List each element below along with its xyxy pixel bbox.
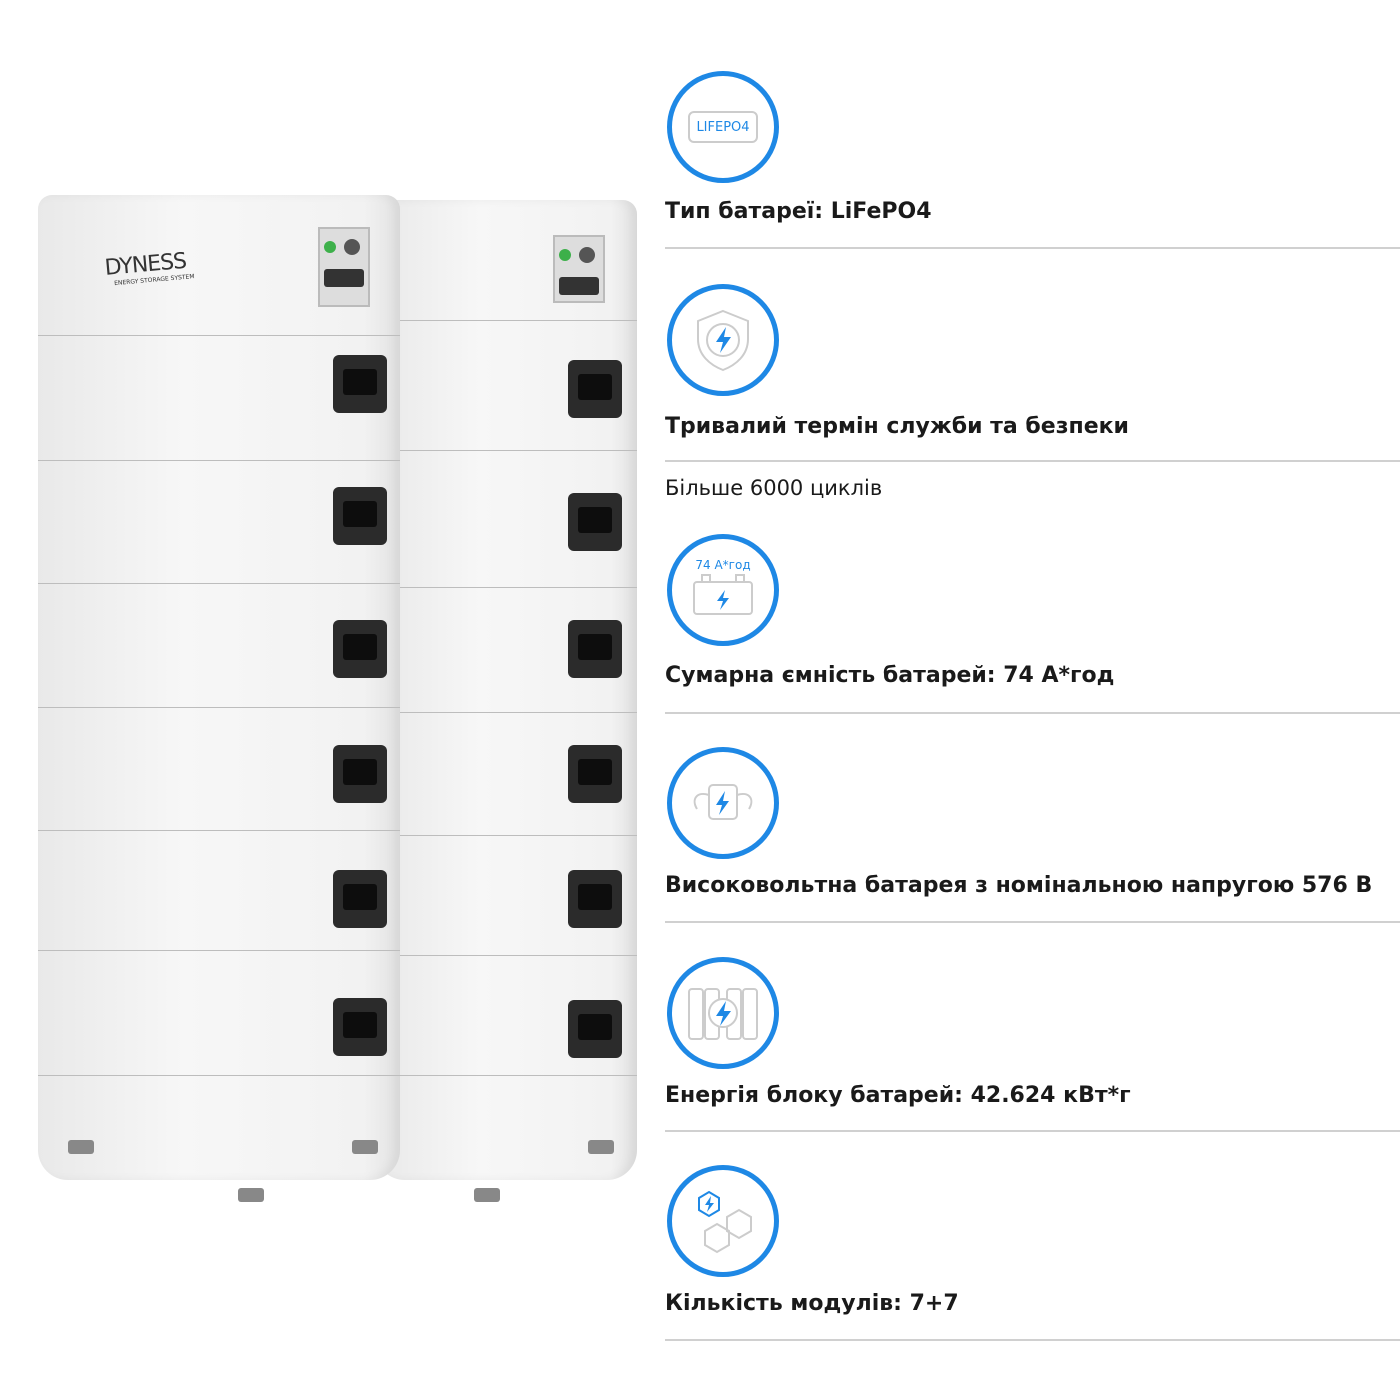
divider (665, 1130, 1400, 1132)
feature-title: Тривалий термін служби та безпеки (665, 414, 1129, 439)
divider (665, 247, 1400, 249)
divider (665, 460, 1400, 462)
divider (665, 921, 1400, 923)
feature-title: Сумарна ємність батарей: 74 А*год (665, 663, 1115, 688)
high-voltage-battery-icon (667, 747, 779, 859)
feature-title: Енергія блоку батарей: 42.624 кВт*г (665, 1083, 1131, 1108)
control-panel (553, 235, 605, 303)
feature-title: Тип батареї: LiFePO4 (665, 199, 932, 224)
feature-subtitle: Більше 6000 циклів (665, 476, 883, 500)
modules-hexagon-icon (667, 1165, 779, 1277)
battery-pack-energy-icon (667, 957, 779, 1069)
control-panel (318, 227, 370, 307)
battery-capacity-icon: 74 А*год (667, 534, 779, 646)
divider (665, 712, 1400, 714)
battery-tower-right (375, 200, 637, 1180)
feature-title: Високовольтна батарея з номінальною напр… (665, 873, 1373, 898)
battery-tower-left (38, 195, 400, 1180)
feature-title: Кількість модулів: 7+7 (665, 1291, 959, 1316)
shield-lightning-icon (667, 284, 779, 396)
lifepo4-battery-icon: LIFEPO4 (667, 71, 779, 183)
divider (665, 1339, 1400, 1341)
